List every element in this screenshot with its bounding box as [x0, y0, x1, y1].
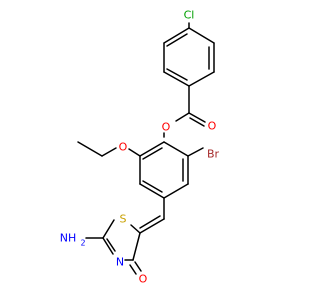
- bromine-label: Br: [207, 148, 220, 161]
- molecule-drawing: Cl O O O Br S N O NH 2: [60, 9, 220, 286]
- bond: [188, 71, 215, 87]
- bond: [189, 117, 205, 127]
- bond: [139, 141, 165, 157]
- amino-label: NH: [60, 232, 77, 245]
- bond: [187, 147, 204, 157]
- bond: [139, 215, 161, 229]
- bond: [175, 112, 190, 122]
- ring-nitrogen-label: N: [116, 256, 124, 269]
- bond: [139, 183, 165, 199]
- bond: [166, 68, 188, 81]
- bond: [163, 27, 190, 44]
- bond: [188, 27, 215, 44]
- bond: [188, 112, 206, 123]
- bond: [77, 141, 103, 157]
- bond: [101, 147, 117, 157]
- bond: [142, 180, 163, 193]
- bond: [134, 261, 142, 272]
- atom-labels: Cl O O O Br S N O NH 2: [60, 9, 220, 286]
- bond: [129, 264, 137, 275]
- sulfur-label: S: [120, 213, 127, 226]
- bond: [142, 147, 163, 160]
- bond: [139, 218, 165, 234]
- structure-diagram: Cl O O O Br S N O NH 2: [59, 8, 220, 286]
- bonds: [77, 22, 215, 275]
- chlorine-label: Cl: [184, 9, 195, 22]
- ester-oxygen-label: O: [162, 121, 171, 134]
- bond: [102, 219, 115, 239]
- bond: [128, 148, 141, 157]
- ethoxy-oxygen-label: O: [119, 141, 128, 154]
- bond: [163, 71, 190, 87]
- bond: [166, 33, 188, 47]
- bond: [163, 141, 189, 157]
- bond: [132, 232, 141, 261]
- bond: [163, 183, 189, 199]
- bond: [130, 224, 141, 234]
- ketone-oxygen-label: O: [139, 273, 148, 286]
- bond: [102, 237, 114, 255]
- bond: [106, 238, 116, 252]
- carbonyl-oxygen-label: O: [208, 120, 217, 133]
- amino-subscript: 2: [80, 239, 85, 248]
